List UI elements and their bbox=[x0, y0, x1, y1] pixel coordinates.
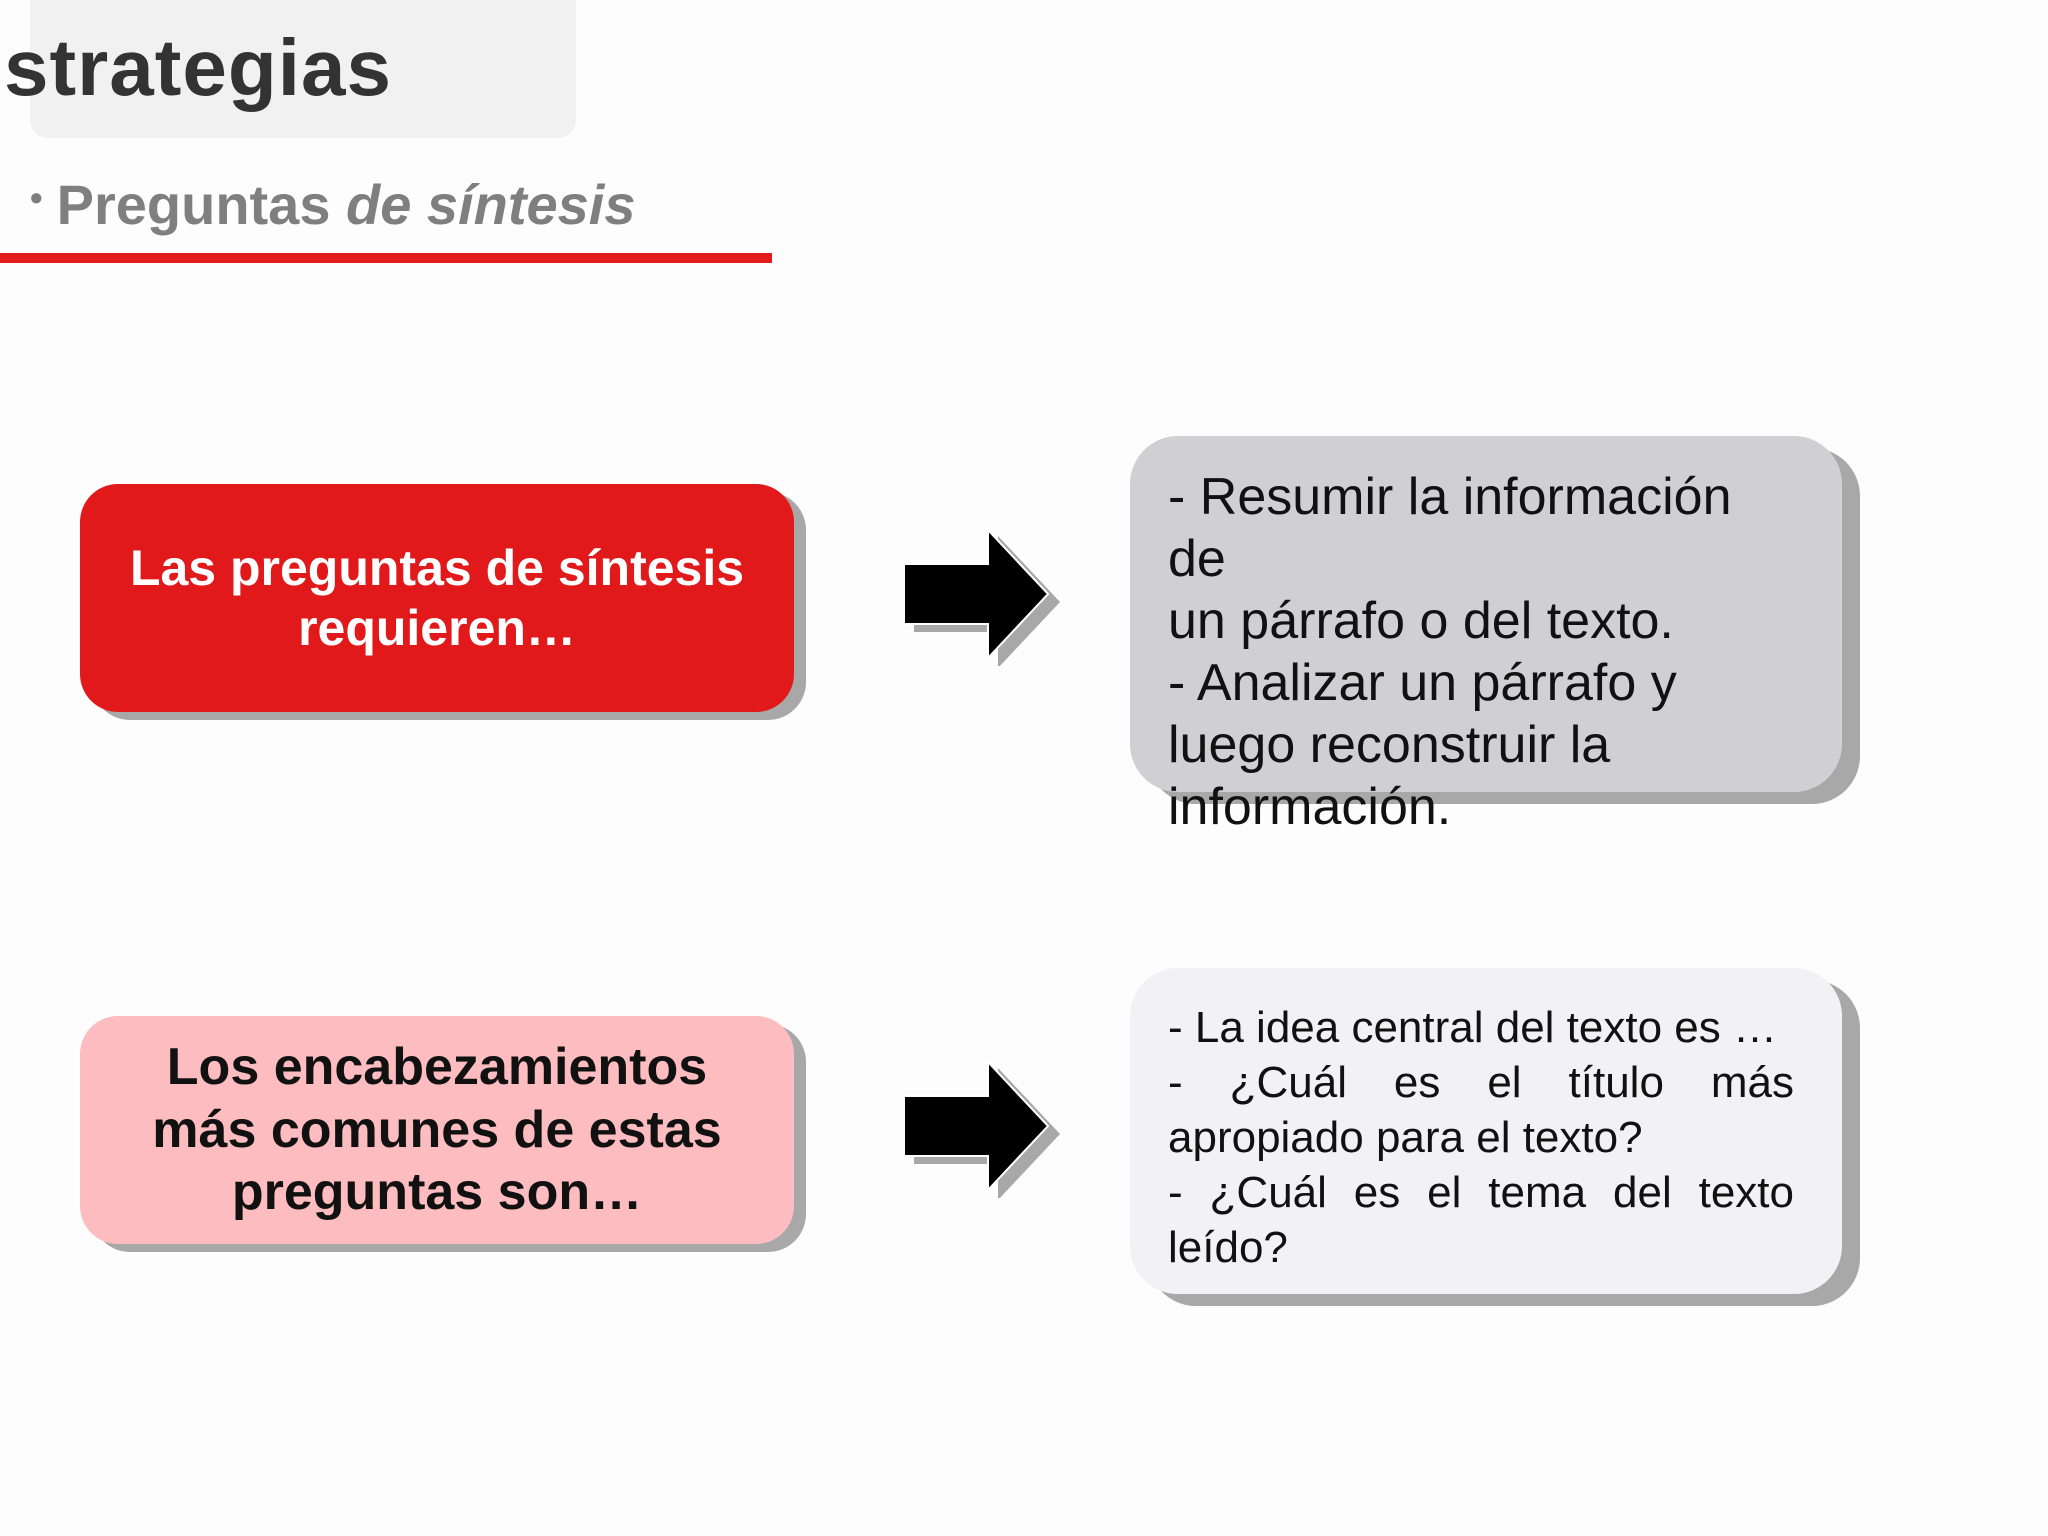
list-line: apropiado para el texto? bbox=[1168, 1113, 1643, 1162]
box-line: preguntas son… bbox=[231, 1163, 643, 1222]
title-tab bbox=[30, 0, 576, 138]
right-arrow-icon bbox=[903, 530, 1060, 666]
box-line: más comunes de estas bbox=[152, 1100, 722, 1159]
box-line: Los encabezamientos bbox=[166, 1038, 708, 1097]
title-underline bbox=[0, 253, 772, 263]
list-line: - Analizar un párrafo y bbox=[1168, 654, 1677, 712]
right-arrow-icon bbox=[903, 1062, 1060, 1198]
common-headings-box: Los encabezamientos más comunes de estas… bbox=[80, 1016, 794, 1244]
example-questions-box: - La idea central del texto es … - ¿Cuál… bbox=[1130, 968, 1842, 1294]
bullet-icon: • bbox=[30, 177, 43, 218]
box-line: Las preguntas de síntesis bbox=[129, 540, 745, 596]
subtitle-italic: de síntesis bbox=[346, 173, 636, 236]
list-line: información. bbox=[1168, 778, 1452, 836]
list-line: un párrafo o del texto. bbox=[1168, 592, 1674, 650]
list-line: - Resumir la información de bbox=[1168, 468, 1732, 588]
subtitle-regular: Preguntas bbox=[56, 173, 347, 236]
box-line: requieren… bbox=[298, 600, 576, 656]
list-line: - ¿Cuál es el título más bbox=[1168, 1058, 1794, 1107]
list-line: - ¿Cuál es el tema del texto bbox=[1168, 1168, 1794, 1217]
list-line: - La idea central del texto es … bbox=[1168, 1003, 1777, 1052]
list-line: luego reconstruir la bbox=[1168, 716, 1611, 774]
list-line: leído? bbox=[1168, 1223, 1288, 1272]
requirements-list-box: - Resumir la información de un párrafo o… bbox=[1130, 436, 1842, 836]
synthesis-requirement-box: Las preguntas de síntesis requieren… bbox=[80, 484, 794, 712]
slide-title: strategias bbox=[4, 23, 392, 112]
slide-subtitle: • Preguntas de síntesis bbox=[30, 172, 635, 237]
